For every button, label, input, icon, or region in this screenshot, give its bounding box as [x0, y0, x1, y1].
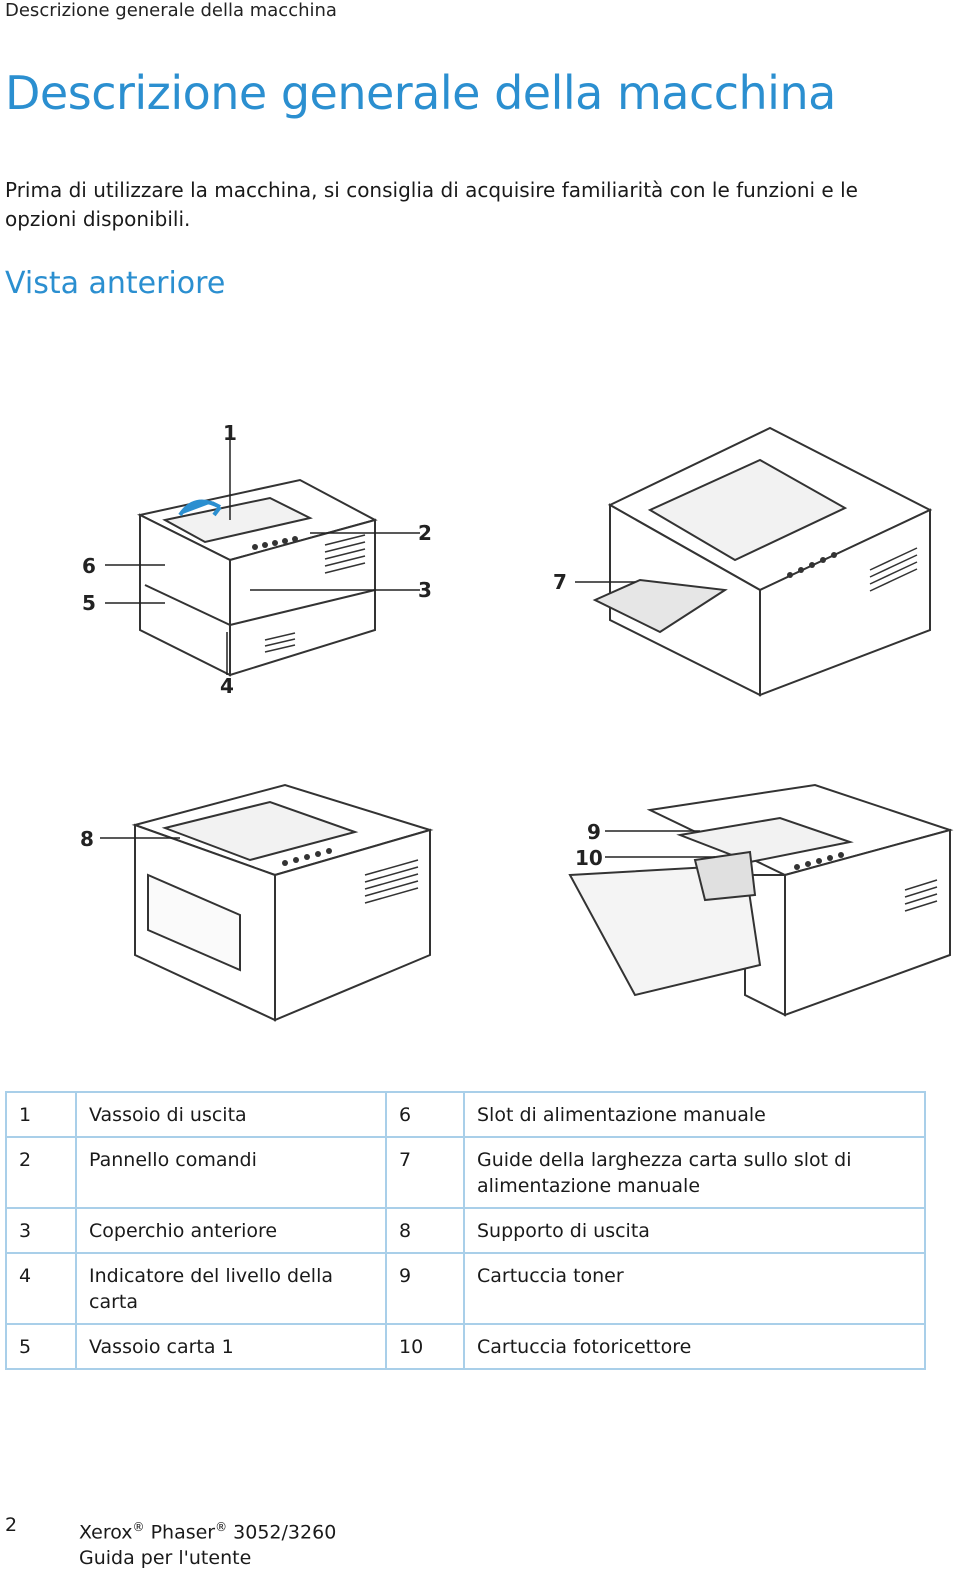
callout-6: 6 — [82, 554, 96, 578]
callout-9: 9 — [587, 820, 601, 844]
legend-number: 4 — [5, 1252, 77, 1325]
footer-brand-name: Xerox — [79, 1521, 133, 1544]
legend-table: 1 Vassoio di uscita 6 Slot di alimentazi… — [5, 1091, 926, 1370]
legend-description: Supporto di uscita — [463, 1207, 926, 1254]
legend-number: 5 — [5, 1323, 77, 1370]
legend-description: Pannello comandi — [75, 1136, 387, 1209]
footer-guide: Guida per l'utente — [79, 1547, 252, 1570]
printer-output-support-illustration: 8 — [80, 783, 434, 1022]
table-row: 4 Indicatore del livello della carta 9 C… — [5, 1252, 926, 1325]
callout-1: 1 — [223, 421, 237, 445]
legend-number: 7 — [385, 1136, 465, 1209]
registered-mark: ® — [132, 1520, 145, 1534]
legend-number: 1 — [5, 1091, 77, 1138]
table-row: 2 Pannello comandi 7 Guide della larghez… — [5, 1136, 926, 1209]
registered-mark: ® — [215, 1520, 228, 1534]
legend-number: 3 — [5, 1207, 77, 1254]
legend-description: Slot di alimentazione manuale — [463, 1091, 926, 1138]
callout-8: 8 — [80, 827, 94, 851]
table-row: 3 Coperchio anteriore 8 Supporto di usci… — [5, 1207, 926, 1254]
table-row: 5 Vassoio carta 1 10 Cartuccia fotoricet… — [5, 1323, 926, 1370]
legend-description: Vassoio di uscita — [75, 1091, 387, 1138]
legend-description: Guide della larghezza carta sullo slot d… — [463, 1136, 926, 1209]
legend-number: 8 — [385, 1207, 465, 1254]
footer-product-name: Phaser — [150, 1521, 216, 1544]
page-title: Descrizione generale della macchina — [5, 66, 836, 120]
legend-description: Cartuccia fotoricettore — [463, 1323, 926, 1370]
printer-manual-feed-illustration: 7 — [553, 426, 933, 697]
printer-front-illustration: 1 2 3 4 5 6 — [82, 421, 432, 698]
callout-3: 3 — [418, 578, 432, 602]
printer-open-cover-illustration: 9 10 — [568, 783, 954, 1017]
intro-paragraph: Prima di utilizzare la macchina, si cons… — [5, 178, 858, 231]
callout-7: 7 — [553, 570, 567, 594]
callout-2: 2 — [418, 521, 432, 545]
footer-model: 3052/3260 — [233, 1521, 337, 1544]
legend-description: Cartuccia toner — [463, 1252, 926, 1325]
legend-description: Vassoio carta 1 — [75, 1323, 387, 1370]
running-head: Descrizione generale della macchina — [5, 0, 337, 21]
page-number: 2 — [5, 1514, 18, 1536]
legend-number: 10 — [385, 1323, 465, 1370]
legend-number: 2 — [5, 1136, 77, 1209]
legend-description: Coperchio anteriore — [75, 1207, 387, 1254]
section-title: Vista anteriore — [5, 266, 226, 301]
callout-5: 5 — [82, 591, 96, 615]
legend-number: 6 — [385, 1091, 465, 1138]
footer-product: Xerox® Phaser® 3052/3260 Guida per l'ute… — [79, 1514, 336, 1571]
callout-4: 4 — [220, 674, 234, 698]
legend-description: Indicatore del livello della carta — [75, 1252, 387, 1325]
table-row: 1 Vassoio di uscita 6 Slot di alimentazi… — [5, 1091, 926, 1138]
callout-10: 10 — [575, 846, 603, 870]
legend-number: 9 — [385, 1252, 465, 1325]
